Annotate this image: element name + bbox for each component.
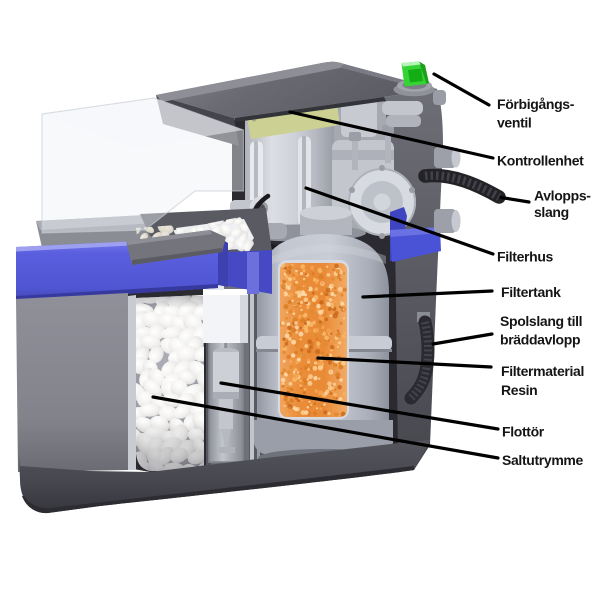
svg-text:Förbigångs-: Förbigångs- <box>497 96 575 112</box>
svg-text:Filtermaterial: Filtermaterial <box>501 363 584 379</box>
svg-text:ventil: ventil <box>497 115 531 131</box>
svg-text:Spolslang till: Spolslang till <box>500 313 582 329</box>
svg-text:Resin: Resin <box>501 382 537 398</box>
svg-text:bräddavlopp: bräddavlopp <box>500 331 580 347</box>
svg-text:Saltutrymme: Saltutrymme <box>502 452 584 468</box>
svg-text:Avlopps-: Avlopps- <box>534 187 591 203</box>
svg-text:Filtertank: Filtertank <box>501 284 561 300</box>
svg-text:Kontrollenhet: Kontrollenhet <box>497 152 584 168</box>
svg-text:Flottör: Flottör <box>502 424 545 440</box>
svg-text:Filterhus: Filterhus <box>497 248 554 264</box>
svg-text:slang: slang <box>534 204 569 220</box>
